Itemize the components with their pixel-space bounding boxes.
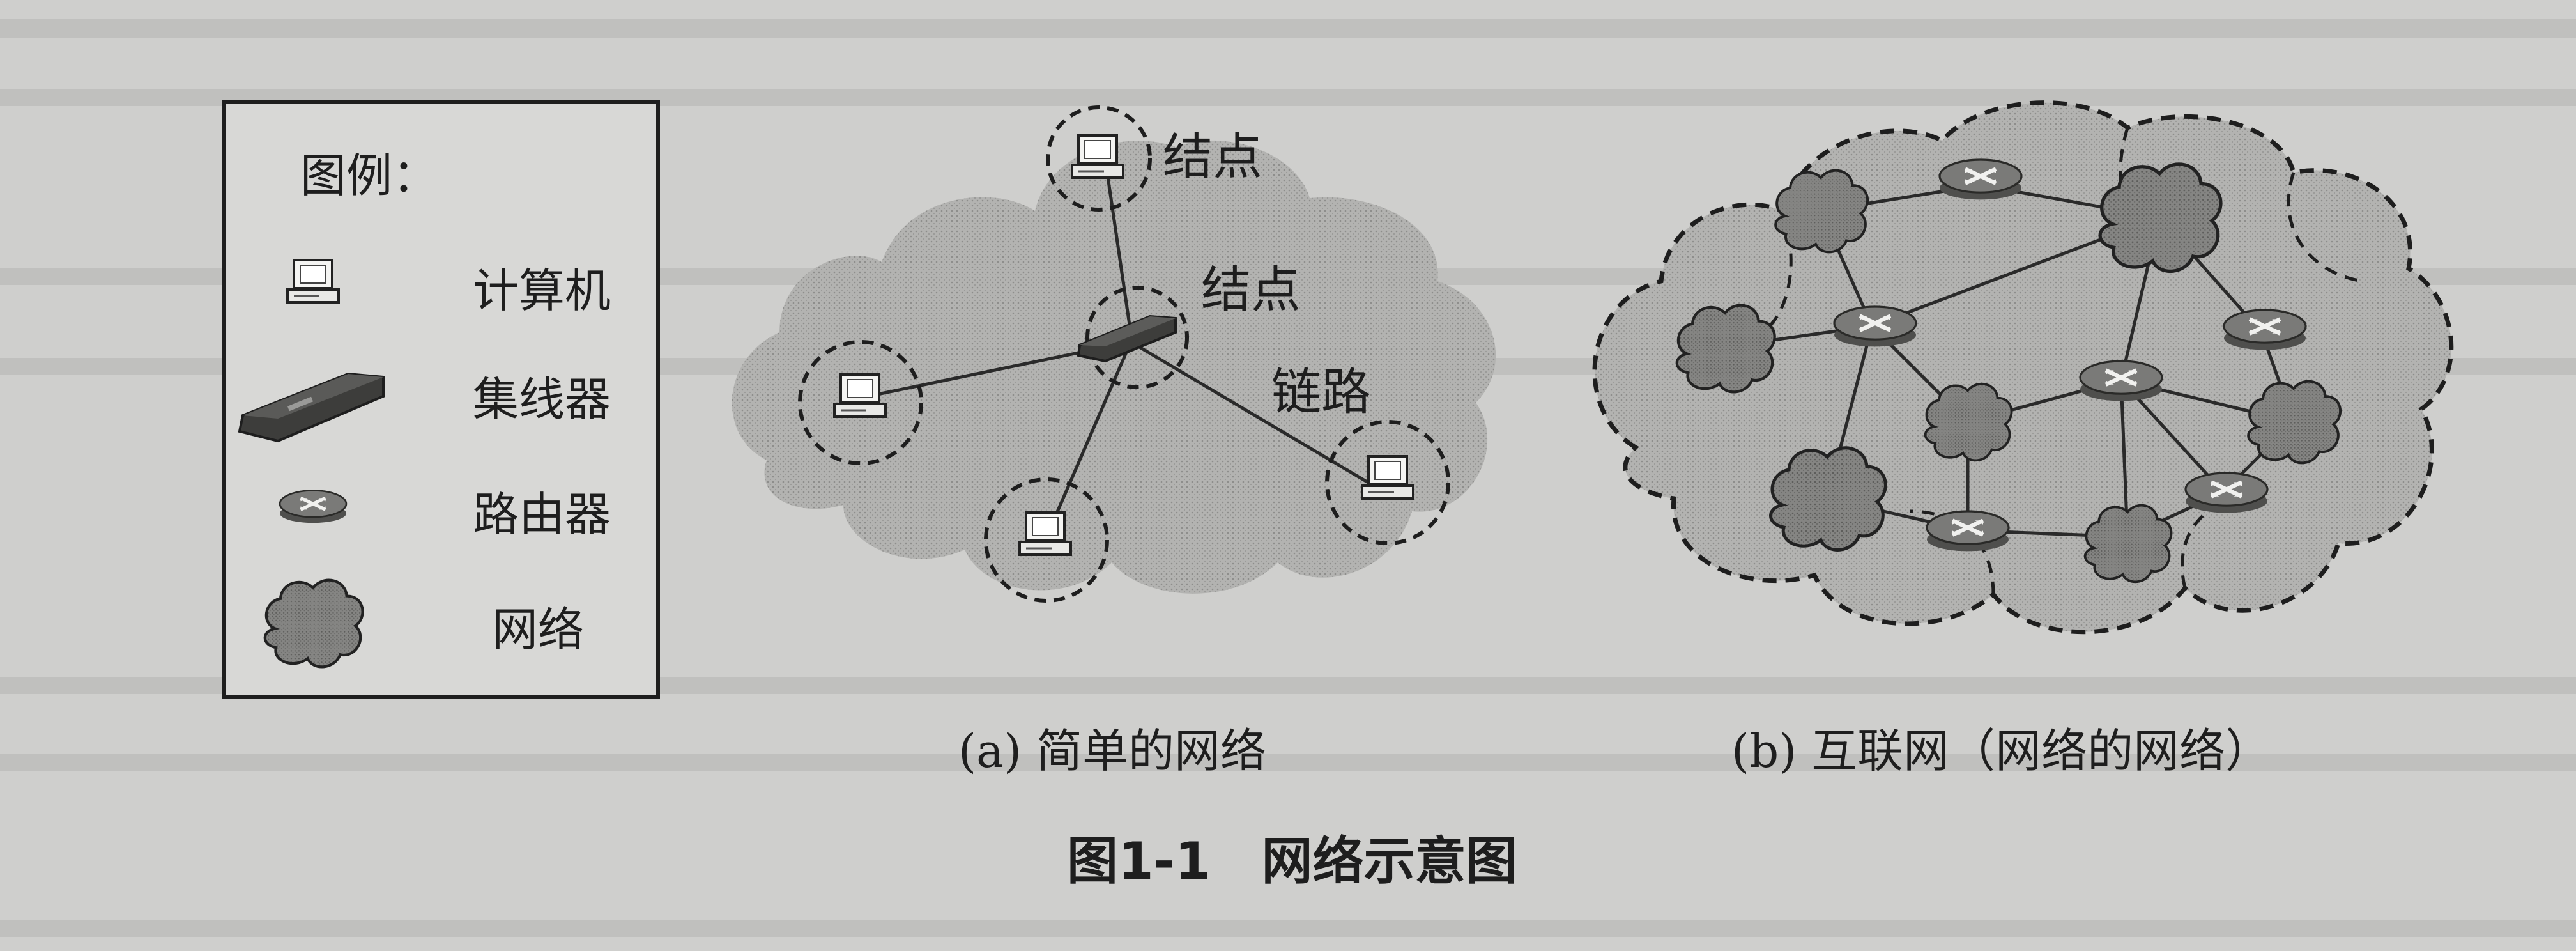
legend-box: 图例： 计算机 集线器 路由器 网络 — [222, 100, 660, 699]
panel-b-router-6 — [2186, 473, 2267, 513]
legend-label-router: 路由器 — [473, 488, 611, 541]
panel-a-links — [852, 172, 1375, 537]
caption-panel-b: (b) 互联网（网络的网络） — [1731, 724, 2271, 778]
panel-a-computer-left — [833, 373, 887, 418]
legend-computer-icon — [286, 259, 340, 304]
label-node-center: 结点 — [1201, 261, 1301, 319]
legend-label-computer: 计算机 — [473, 264, 611, 318]
panel-a-hub-icon — [1077, 314, 1177, 363]
panel-a-computer-bottom — [1018, 511, 1072, 556]
panel-a-simple-network: 结点 结点 链路 (a) 简单的网络 — [732, 105, 1496, 778]
figure-title: 图1-1 网络示意图 — [1067, 831, 1517, 891]
panel-b-router-1 — [1940, 160, 2021, 199]
legend-label-hub: 集线器 — [473, 373, 611, 426]
panel-b-internet: (b) 互联网（网络的网络） — [1592, 100, 2454, 778]
label-node-top: 结点 — [1163, 128, 1262, 186]
caption-panel-a: (a) 简单的网络 — [958, 724, 1266, 778]
label-link: 链路 — [1271, 364, 1371, 421]
legend-title: 图例： — [300, 149, 438, 203]
panel-b-router-3 — [2080, 361, 2162, 401]
legend-label-network: 网络 — [492, 603, 584, 656]
panel-b-router-5 — [1927, 511, 2009, 551]
legend-hub-icon — [238, 372, 385, 443]
panel-a-cloud — [732, 140, 1496, 594]
panel-a-computer-top — [1071, 134, 1124, 179]
panel-b-router-2 — [1834, 307, 1916, 346]
panel-a-computer-right — [1361, 455, 1414, 500]
panel-a-node-circles — [798, 105, 1450, 603]
panel-b-router-4 — [2224, 310, 2306, 350]
legend-router-icon — [280, 491, 346, 523]
